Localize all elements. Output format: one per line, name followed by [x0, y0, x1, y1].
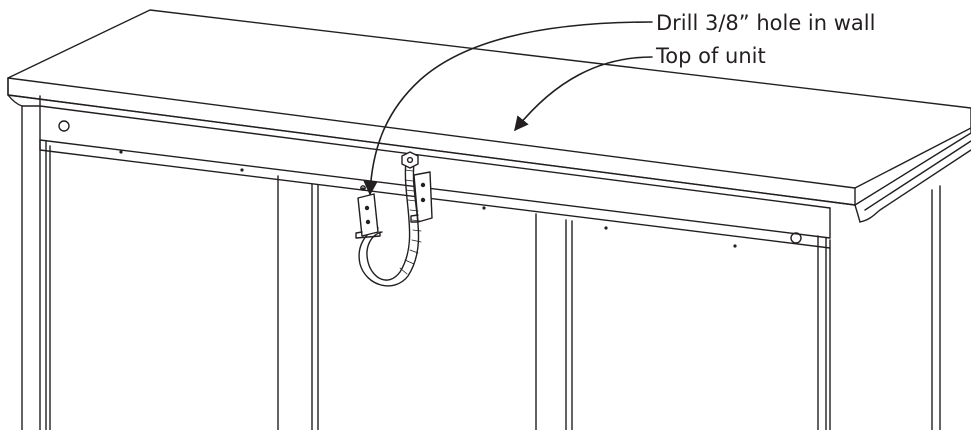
mounting-hole-right [790, 232, 802, 244]
cabinet-top [7, 9, 971, 430]
mounting-hole-left [58, 120, 70, 132]
right-side-panel [817, 185, 941, 430]
anti-tip-strap [355, 151, 433, 287]
callout-leaders [363, 21, 653, 196]
left-side-panel [39, 139, 51, 430]
center-divider-left [277, 175, 319, 430]
drill-hole-leader [363, 21, 653, 196]
center-divider-right [535, 213, 573, 430]
top-of-unit-label: Top of unit [656, 44, 766, 68]
top-of-unit-leader [514, 56, 653, 132]
drill-hole-label: Drill 3/8” hole in wall [656, 11, 876, 35]
